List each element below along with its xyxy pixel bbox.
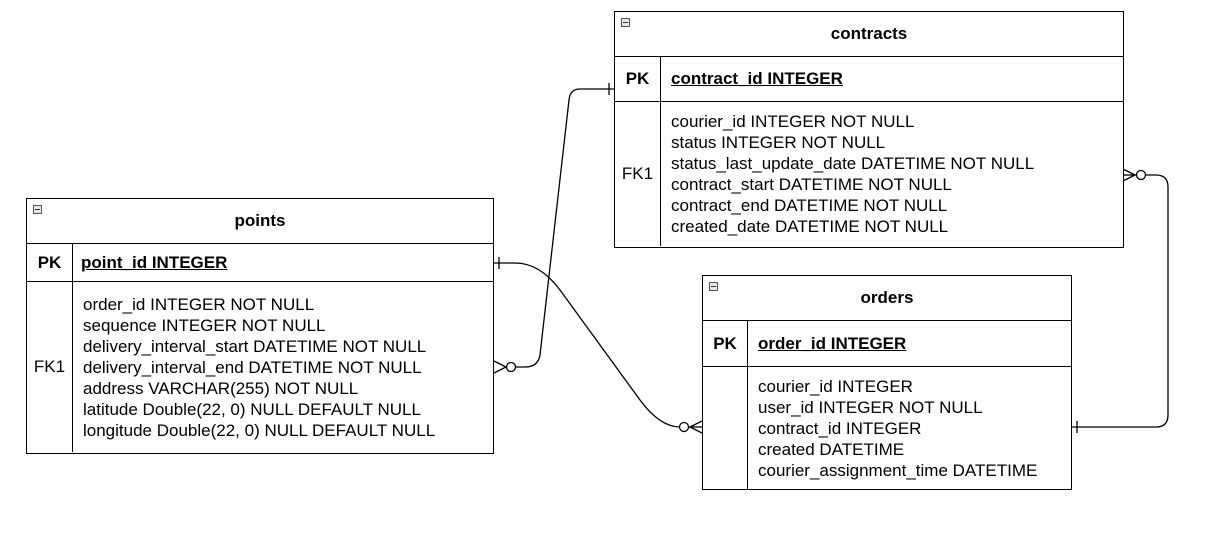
- entity-contracts[interactable]: contracts PK contract_id INTEGER FK1 cou…: [614, 11, 1124, 248]
- collapse-icon[interactable]: [709, 282, 718, 291]
- field: contract_end DATETIME NOT NULL: [671, 196, 948, 215]
- entity-header: orders: [703, 276, 1071, 321]
- entity-title: contracts: [830, 24, 908, 43]
- field: courier_id INTEGER: [758, 376, 913, 396]
- field-list: courier_id INTEGER user_id INTEGER NOT N…: [748, 367, 1037, 489]
- crowfoot-orders-bottom: [689, 426, 703, 434]
- pk-field: order_id INTEGER: [758, 333, 907, 353]
- field: courier_id INTEGER NOT NULL: [671, 112, 915, 131]
- collapse-icon[interactable]: [621, 18, 630, 27]
- pk-label: PK: [615, 57, 661, 101]
- fk-label: [703, 367, 748, 489]
- connector-points-orders: [494, 262, 681, 428]
- pk-field: contract_id INTEGER: [671, 69, 843, 88]
- crowfoot-points-bottom: [493, 366, 507, 374]
- entity-title: points: [234, 211, 286, 230]
- field: created_date DATETIME NOT NULL: [671, 217, 949, 236]
- field: status INTEGER NOT NULL: [671, 133, 886, 152]
- field: contract_start DATETIME NOT NULL: [671, 175, 952, 194]
- fk-label: FK1: [27, 282, 73, 452]
- connector-contracts-points: [512, 88, 614, 368]
- crowfoot-orders-top: [689, 420, 703, 428]
- entity-header: points: [27, 199, 493, 244]
- entity-orders[interactable]: orders PK order_id INTEGER courier_id IN…: [702, 275, 1072, 490]
- field: order_id INTEGER NOT NULL: [83, 294, 315, 314]
- fields-row: FK1 courier_id INTEGER NOT NULL status I…: [615, 102, 1123, 246]
- field-list: order_id INTEGER NOT NULL sequence INTEG…: [73, 282, 435, 452]
- entity-points[interactable]: points PK point_id INTEGER FK1 order_id …: [26, 198, 494, 454]
- fields-row: courier_id INTEGER user_id INTEGER NOT N…: [703, 367, 1071, 489]
- field: longitude Double(22, 0) NULL DEFAULT NUL…: [83, 420, 436, 440]
- field: sequence INTEGER NOT NULL: [83, 315, 326, 335]
- field: status_last_update_date DATETIME NOT NUL…: [671, 154, 1035, 173]
- zero-marker-points: [505, 361, 517, 373]
- connector-orders-contracts: [1071, 174, 1169, 428]
- field: latitude Double(22, 0) NULL DEFAULT NULL: [83, 399, 421, 419]
- entity-header: contracts: [615, 12, 1123, 57]
- entity-title: orders: [860, 288, 914, 307]
- crowfoot-contracts-top: [1122, 168, 1136, 176]
- field: courier_assignment_time DATETIME: [758, 460, 1038, 480]
- field-list: courier_id INTEGER NOT NULL status INTEG…: [661, 102, 1034, 246]
- zero-marker-orders: [678, 421, 690, 433]
- field: delivery_interval_end DATETIME NOT NULL: [83, 357, 422, 377]
- zero-marker-contracts: [1135, 169, 1147, 181]
- field: user_id INTEGER NOT NULL: [758, 397, 983, 417]
- pk-label: PK: [703, 321, 748, 366]
- pk-label: PK: [27, 244, 73, 281]
- collapse-icon[interactable]: [33, 205, 42, 214]
- crowfoot-points-top: [493, 360, 507, 368]
- pk-field: point_id INTEGER: [81, 252, 228, 272]
- pk-row: PK point_id INTEGER: [27, 244, 493, 282]
- field: created DATETIME: [758, 439, 905, 459]
- crowfoot-contracts-bottom: [1122, 174, 1136, 182]
- field: contract_id INTEGER: [758, 418, 922, 438]
- field: address VARCHAR(255) NOT NULL: [83, 378, 359, 398]
- pk-row: PK contract_id INTEGER: [615, 57, 1123, 102]
- fields-row: FK1 order_id INTEGER NOT NULL sequence I…: [27, 282, 493, 452]
- pk-row: PK order_id INTEGER: [703, 321, 1071, 367]
- field: delivery_interval_start DATETIME NOT NUL…: [83, 336, 427, 356]
- fk-label: FK1: [615, 102, 661, 246]
